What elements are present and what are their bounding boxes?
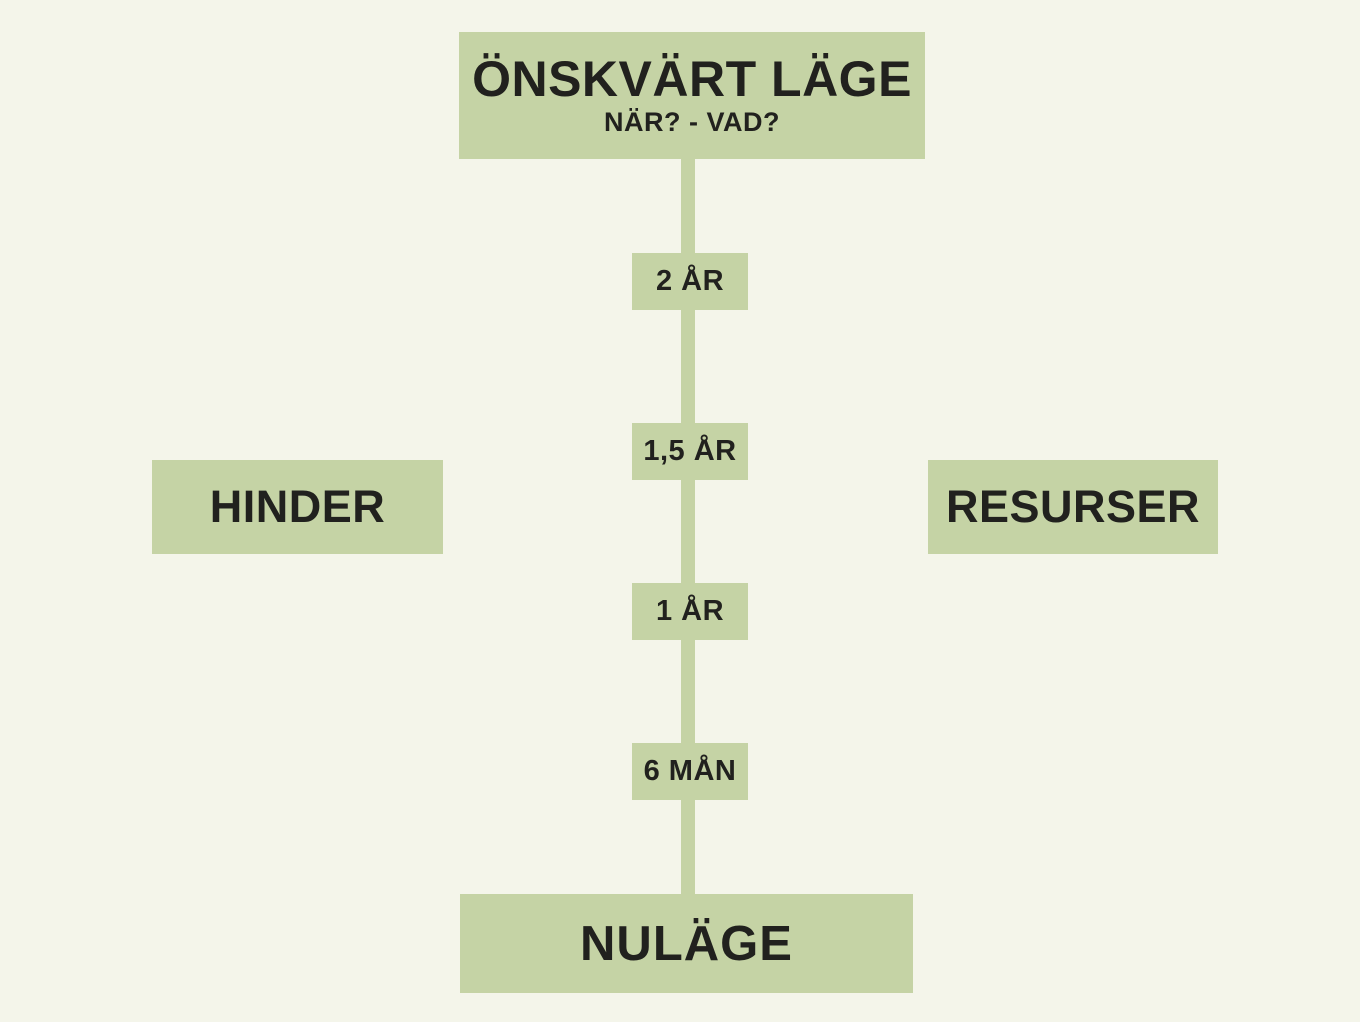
current-state-box: NULÄGE <box>460 894 913 993</box>
timeline-connector-line <box>681 159 695 894</box>
milestone-1-5-years-box: 1,5 ÅR <box>632 423 748 480</box>
resources-box: RESURSER <box>928 460 1218 554</box>
milestone-2-years-box: 2 ÅR <box>632 253 748 310</box>
milestone-6-months-box: 6 MÅN <box>632 743 748 800</box>
obstacles-box: HINDER <box>152 460 443 554</box>
milestone-1-year-box: 1 ÅR <box>632 583 748 640</box>
desired-state-subtitle: NÄR? - VAD? <box>604 107 780 138</box>
desired-state-box: ÖNSKVÄRT LÄGE NÄR? - VAD? <box>459 32 925 159</box>
desired-state-title: ÖNSKVÄRT LÄGE <box>472 50 912 107</box>
